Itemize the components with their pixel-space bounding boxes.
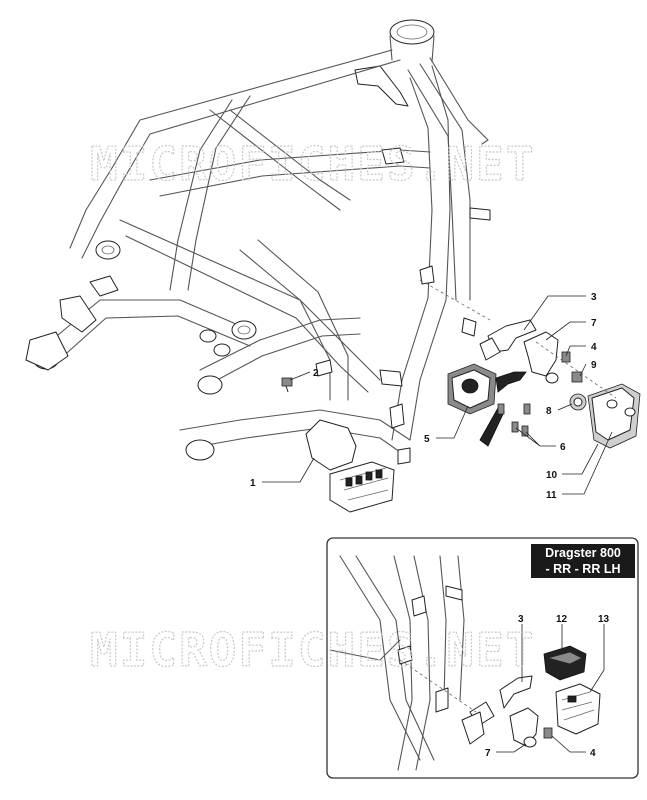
callout-5: 5 xyxy=(424,434,430,445)
callout-9: 9 xyxy=(591,360,597,371)
inset-leader-lines xyxy=(399,624,605,753)
inset-title-line1: Dragster 800 xyxy=(545,546,621,560)
inset-callout-4: 4 xyxy=(590,748,596,759)
part-1-fuse-box xyxy=(305,419,395,513)
callout-8: 8 xyxy=(546,406,552,417)
part-6-screw-a xyxy=(497,403,505,415)
part-6-screw-d xyxy=(521,425,529,437)
inset-callout-12: 12 xyxy=(556,614,568,625)
part-5-relay xyxy=(447,363,527,447)
inset-title-line2: - RR - RR LH xyxy=(545,562,621,576)
callout-2: 2 xyxy=(313,368,319,379)
watermark-bottom: MICROFICHES.NET xyxy=(90,623,535,677)
chassis-frame xyxy=(25,19,491,465)
callout-3: 3 xyxy=(591,292,597,303)
inset-callouts: 3 12 13 7 4 xyxy=(485,614,610,759)
inset-callout-13: 13 xyxy=(598,614,610,625)
part-6-screw-c xyxy=(511,421,519,433)
part-9-nut xyxy=(571,371,583,383)
part-7-bracket xyxy=(523,331,559,384)
inset-title: Dragster 800 - RR - RR LH xyxy=(531,544,635,578)
callout-7: 7 xyxy=(591,318,597,329)
watermark-top: MICROFICHES.NET xyxy=(90,137,535,191)
callout-1: 1 xyxy=(250,478,256,489)
callout-4: 4 xyxy=(591,342,597,353)
callout-11: 11 xyxy=(546,490,557,501)
main-callouts: 1 2 3 7 4 9 8 5 6 10 11 xyxy=(250,292,597,501)
part-10-cover xyxy=(587,383,641,449)
callout-6: 6 xyxy=(560,442,566,453)
part-4-bolt xyxy=(561,351,571,363)
callout-10: 10 xyxy=(546,470,558,481)
main-parts xyxy=(281,319,641,513)
inset-panel xyxy=(326,537,639,779)
inset-callout-3: 3 xyxy=(518,614,524,625)
part-3-bracket xyxy=(479,319,537,361)
part-6-screw-b xyxy=(523,403,531,415)
part-2-bolt xyxy=(281,377,293,393)
part-8-grommet xyxy=(569,393,587,411)
inset-callout-7: 7 xyxy=(485,748,491,759)
main-leader-lines xyxy=(262,279,617,495)
